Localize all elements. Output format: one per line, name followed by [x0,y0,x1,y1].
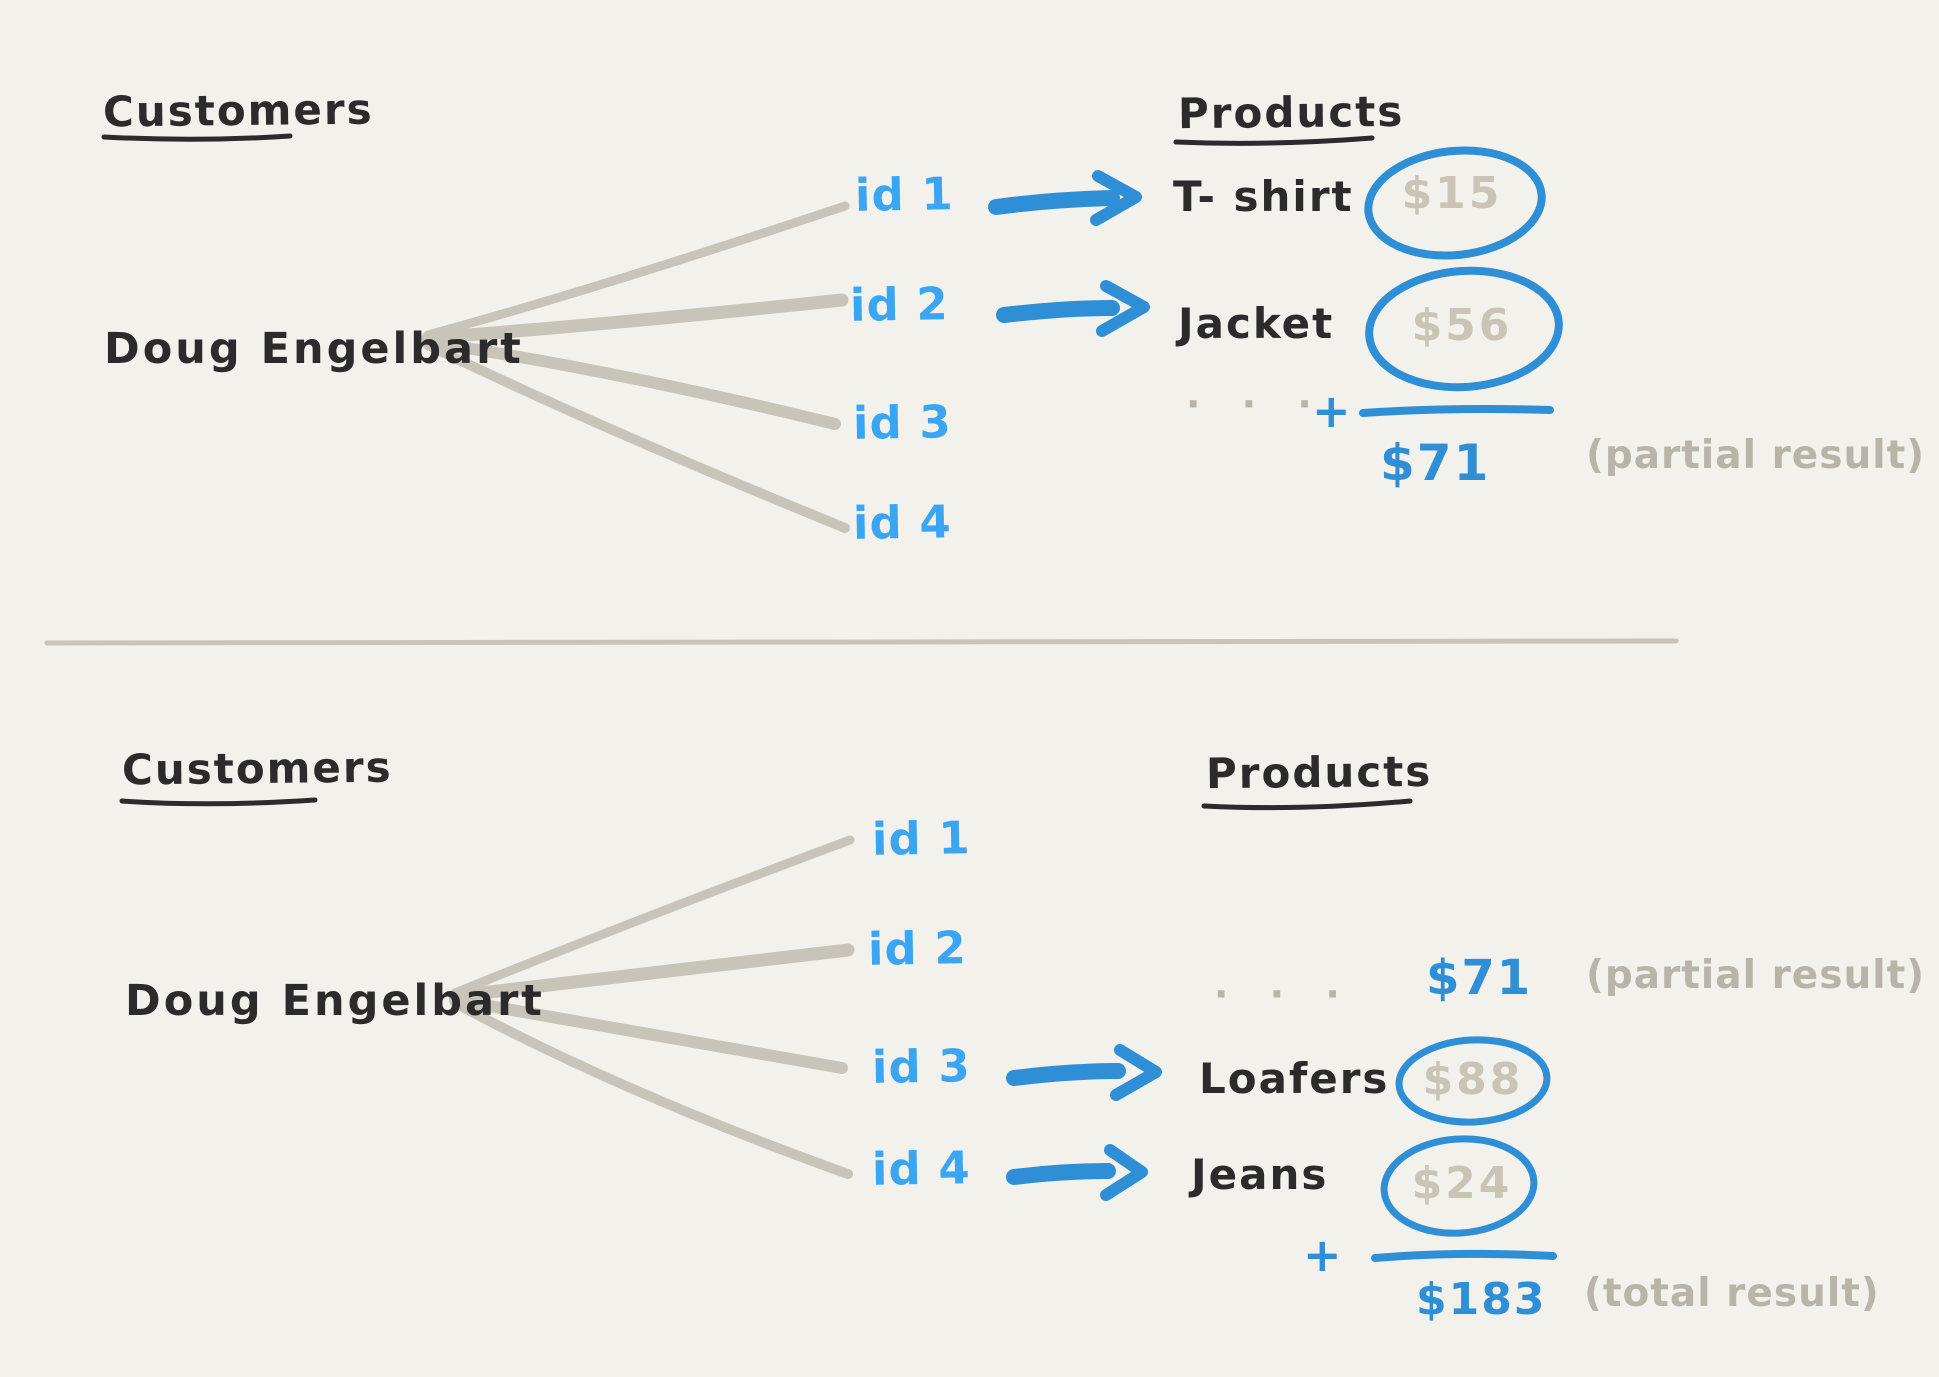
ellipsis-top: · · · [1186,382,1326,426]
products-heading-top: Products [1177,86,1405,139]
products-heading-bottom: Products [1205,746,1433,799]
map-arrow-head [1110,1044,1162,1101]
heading-underline [101,133,293,142]
price-badge-56: $56 [1411,300,1513,351]
product-label-tshirt: T- shirt [1173,172,1354,221]
customers-heading-bottom: Customers [121,742,393,795]
heading-underline [1201,798,1413,811]
map-arrow [988,190,1120,215]
id-label-2-bottom: id 2 [867,921,968,976]
id-label-4-top: id 4 [852,495,953,550]
price-circle [1395,1036,1551,1126]
sum-underline [1371,1249,1557,1262]
total-sum: $183 [1416,1274,1547,1325]
carried-partial-sum: $71 [1426,950,1533,1006]
fan-line [422,336,841,430]
product-label-jacket: Jacket [1178,299,1335,348]
fan-line [449,994,848,1074]
heading-underline [119,797,318,807]
id-label-3-top: id 3 [852,395,953,450]
fan-line [448,943,855,1003]
partial-sum-top: $71 [1380,434,1491,492]
price-circle [1365,266,1563,392]
price-badge-88: $88 [1422,1054,1524,1105]
price-circle [1364,146,1546,260]
fan-line [423,201,850,340]
id-label-2-top: id 2 [849,277,950,332]
id-label-4-bottom: id 4 [871,1141,972,1196]
customers-heading-top: Customers [102,84,374,137]
fan-line [421,293,849,345]
map-arrow-head [1090,170,1142,226]
id-label-1-bottom: id 1 [871,811,972,866]
ellipsis-bottom: · · · [1214,972,1354,1016]
id-label-3-bottom: id 3 [871,1039,972,1094]
sum-underline [1359,405,1554,417]
plus-sign-top: + [1312,384,1351,438]
partial-result-annotation-bottom: (partial result) [1586,953,1926,998]
price-badge-15: $15 [1401,168,1503,219]
product-label-jeans: Jeans [1191,1150,1329,1199]
total-result-annotation: (total result) [1584,1271,1880,1316]
price-circle [1380,1135,1538,1237]
map-arrow-head [1096,280,1150,337]
fan-line [450,998,853,1179]
fan-line [450,835,855,998]
fan-line [423,340,850,533]
map-arrow-head [1100,1144,1148,1201]
product-label-loafers: Loafers [1199,1054,1390,1103]
map-arrow [996,300,1120,323]
map-arrow [1006,1163,1116,1185]
section-divider [44,638,1679,646]
map-arrow [1006,1063,1126,1086]
plus-sign-bottom: + [1303,1228,1342,1282]
heading-underline [1173,135,1375,146]
price-badge-24: $24 [1411,1158,1513,1209]
customer-node-top: Doug Engelbart [104,324,524,374]
partial-result-annotation-top: (partial result) [1586,433,1926,478]
customer-node-bottom: Doug Engelbart [125,976,545,1026]
id-label-1-top: id 1 [854,167,955,222]
